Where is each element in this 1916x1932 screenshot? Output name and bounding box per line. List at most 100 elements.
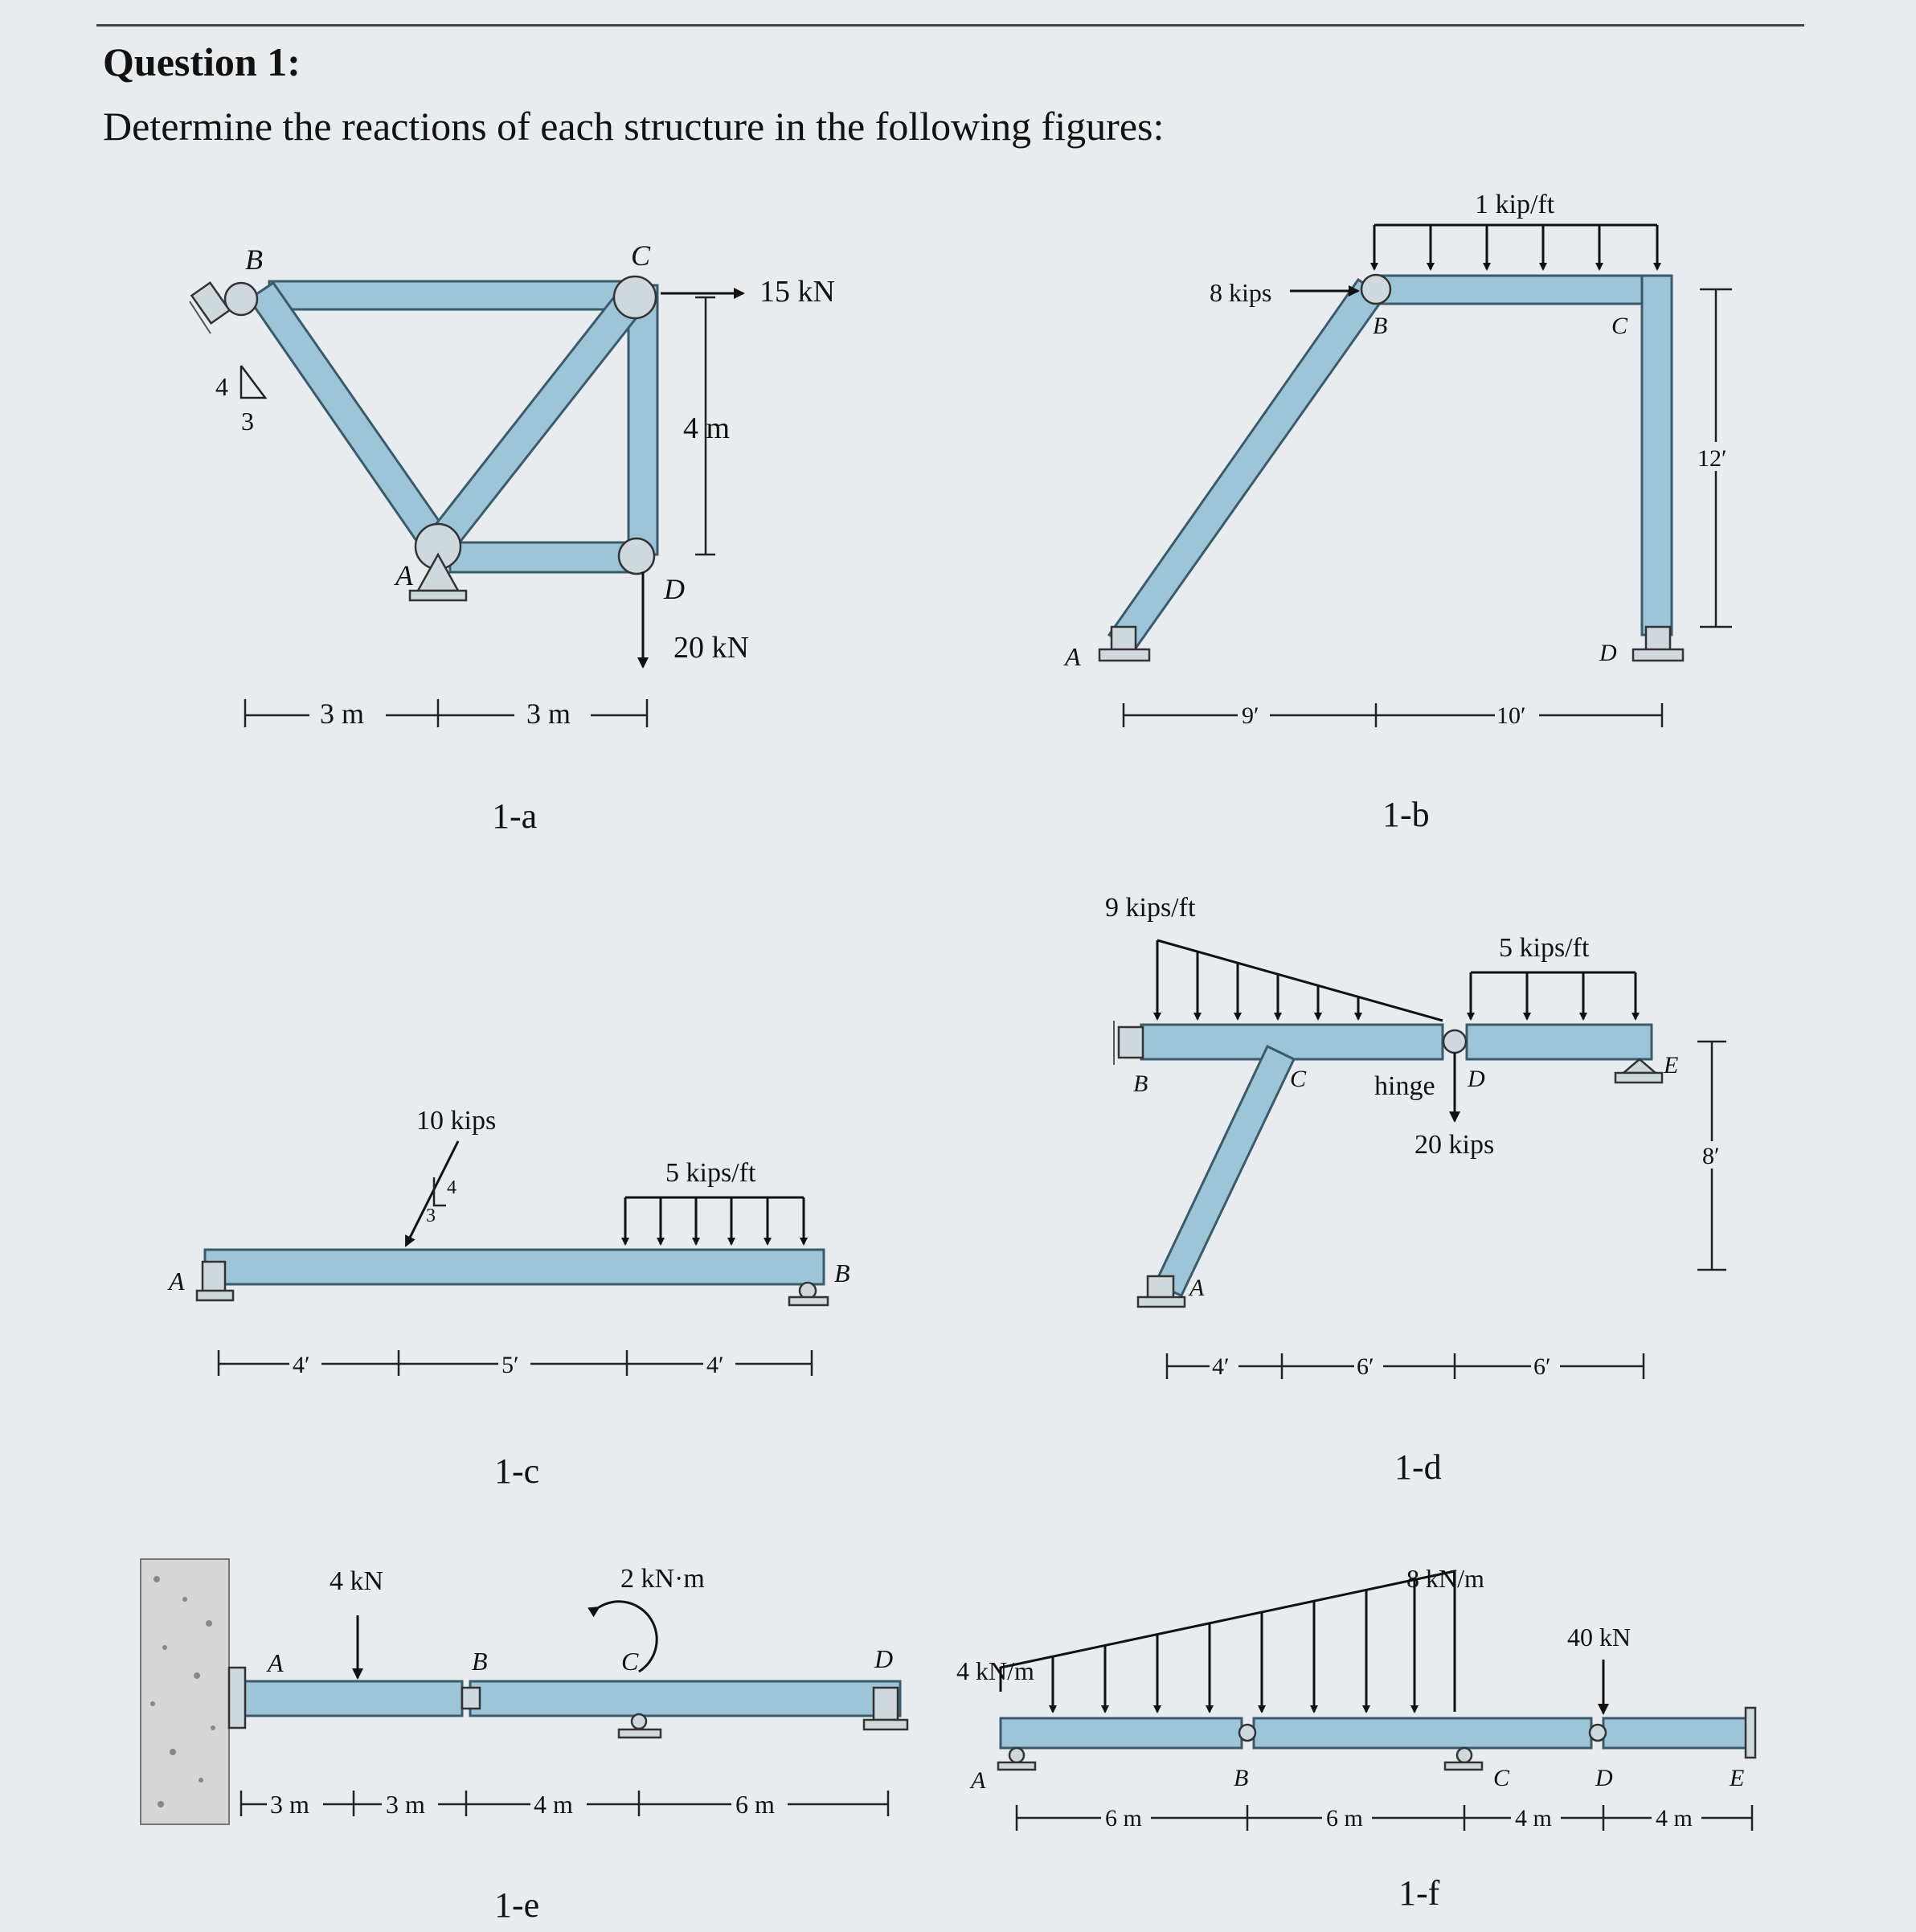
label-c-a: A xyxy=(167,1267,185,1296)
fig-d-hinge: hinge xyxy=(1374,1071,1435,1101)
label-b-a: A xyxy=(1063,642,1081,671)
label-e-b: B xyxy=(472,1647,488,1676)
figure-1a: 4 3 B C A D 15 kN 20 kN 4 m 3 m 3 m xyxy=(189,239,835,836)
member-bc-b xyxy=(1377,274,1673,305)
fig-e-span-3: 4 m xyxy=(534,1790,573,1819)
fig-e-span-4: 6 m xyxy=(735,1790,775,1819)
question-prompt: Determine the reactions of each structur… xyxy=(103,104,1165,149)
support-a-f xyxy=(997,1746,1037,1771)
support-d-e xyxy=(862,1686,909,1731)
moment-arc-e xyxy=(587,1600,658,1673)
fig-b-caption: 1-b xyxy=(1382,795,1430,834)
hinge-b-e xyxy=(461,1686,481,1710)
fig-b-load-dist: 1 kip/ft xyxy=(1475,190,1555,219)
support-b-c xyxy=(788,1281,829,1307)
label-e-c: C xyxy=(621,1647,639,1676)
label-e-d: D xyxy=(874,1644,893,1673)
label-f-a: A xyxy=(969,1767,986,1794)
slope-triangle-c xyxy=(432,1177,446,1207)
fig-d-span-2: 6′ xyxy=(1357,1353,1374,1380)
fig-c-span-1: 4′ xyxy=(293,1352,310,1378)
member-cd-b xyxy=(1640,274,1673,636)
fig-f-span-4: 4 m xyxy=(1656,1805,1693,1832)
member-ac xyxy=(424,289,645,557)
figure-1d: B C D E A 9 kips/ft 5 kips/ft hinge 20 k xyxy=(1105,893,1728,1487)
label-b-b: B xyxy=(1373,313,1387,339)
fig-b-height: 12′ xyxy=(1697,445,1727,472)
beam-ab-f xyxy=(999,1717,1243,1750)
member-ab xyxy=(247,280,452,557)
support-b-d xyxy=(1113,1021,1144,1065)
fig-c-load-point: 10 kips xyxy=(416,1106,496,1136)
member-ac-d xyxy=(1152,1044,1296,1297)
fig-a-load-15kn: 15 kN xyxy=(759,275,835,309)
support-a-c xyxy=(195,1260,235,1302)
fig-d-load-dist: 5 kips/ft xyxy=(1499,933,1590,963)
beam-ab-e xyxy=(240,1680,464,1717)
fig-c-span-2: 5′ xyxy=(502,1352,519,1378)
label-e-a: A xyxy=(266,1648,284,1677)
wall-texture xyxy=(150,1576,215,1807)
slope-triangle-a xyxy=(240,365,268,399)
hinge-d-f xyxy=(1588,1723,1607,1742)
fig-b-span-2: 10′ xyxy=(1496,702,1526,729)
support-a-b xyxy=(1098,625,1151,662)
label-b-c: C xyxy=(1611,313,1628,339)
fig-d-span-3: 6′ xyxy=(1533,1353,1551,1380)
support-a-d xyxy=(1136,1275,1186,1308)
support-d-b xyxy=(1631,625,1685,662)
beam-de-f xyxy=(1602,1717,1750,1750)
fig-a-slope-4: 4 xyxy=(215,372,228,401)
fig-d-load-tri: 9 kips/ft xyxy=(1105,893,1196,923)
tri-load-d xyxy=(1157,939,1443,1022)
support-c-e xyxy=(617,1713,662,1739)
label-a-c: C xyxy=(631,239,651,272)
joint-c xyxy=(612,275,657,320)
joint-d xyxy=(617,537,656,575)
label-f-d: D xyxy=(1595,1765,1613,1791)
fig-c-slope-4: 4 xyxy=(447,1177,456,1198)
label-b-d: D xyxy=(1599,640,1617,666)
fig-a-caption: 1-a xyxy=(492,796,537,836)
label-d-d: D xyxy=(1467,1066,1485,1092)
fixed-support-a xyxy=(227,1666,247,1729)
fixed-support-e xyxy=(1744,1706,1757,1759)
hinge-d xyxy=(1442,1029,1468,1054)
label-c-b: B xyxy=(834,1259,850,1287)
member-bc xyxy=(268,280,645,311)
beam-bd-e xyxy=(469,1680,902,1717)
fig-f-load-lo: 4 kN/m xyxy=(956,1656,1034,1685)
fig-f-caption: 1-f xyxy=(1398,1873,1440,1913)
label-d-b: B xyxy=(1133,1070,1148,1097)
label-f-e: E xyxy=(1729,1765,1744,1791)
top-rule xyxy=(96,24,1804,27)
fig-f-span-1: 6 m xyxy=(1105,1805,1142,1832)
fig-e-span-2: 3 m xyxy=(386,1790,425,1819)
fig-d-span-1: 4′ xyxy=(1212,1353,1230,1380)
support-a xyxy=(408,552,468,602)
label-a-b: B xyxy=(245,244,263,276)
member-de-d xyxy=(1465,1023,1653,1061)
label-f-b: B xyxy=(1234,1765,1248,1791)
fig-c-load-dist: 5 kips/ft xyxy=(665,1158,756,1188)
figure-1f: A B C D E 4 kN/m 8 kN/m 40 kN xyxy=(956,1564,1757,1913)
figure-1c: A B 10 kips 4 3 5 kips/ft xyxy=(167,1106,850,1491)
fig-b-span-1: 9′ xyxy=(1242,702,1259,729)
fig-a-span-2: 3 m xyxy=(526,698,571,730)
fig-f-load-hi: 8 kN/m xyxy=(1406,1564,1484,1593)
label-a-d: D xyxy=(663,573,685,605)
label-d-c: C xyxy=(1290,1066,1307,1092)
figure-1e: A B C D 4 kN 2 kN·m 3 m 3 m 4 m 6 m 1-e xyxy=(140,1558,909,1925)
fig-c-span-3: 4′ xyxy=(706,1352,724,1378)
fig-f-span-2: 6 m xyxy=(1326,1805,1363,1832)
member-ab-b xyxy=(1107,277,1386,651)
figure-1b: A B C D 1 kip/ft 8 kips 12′ xyxy=(1063,190,1738,834)
beam-ab-c xyxy=(203,1248,825,1286)
fig-b-load-h: 8 kips xyxy=(1210,278,1271,307)
fig-e-moment: 2 kN·m xyxy=(620,1564,705,1594)
question-title: Question 1: xyxy=(103,39,301,84)
fig-e-span-1: 3 m xyxy=(270,1790,309,1819)
fig-f-load-point: 40 kN xyxy=(1567,1623,1631,1652)
